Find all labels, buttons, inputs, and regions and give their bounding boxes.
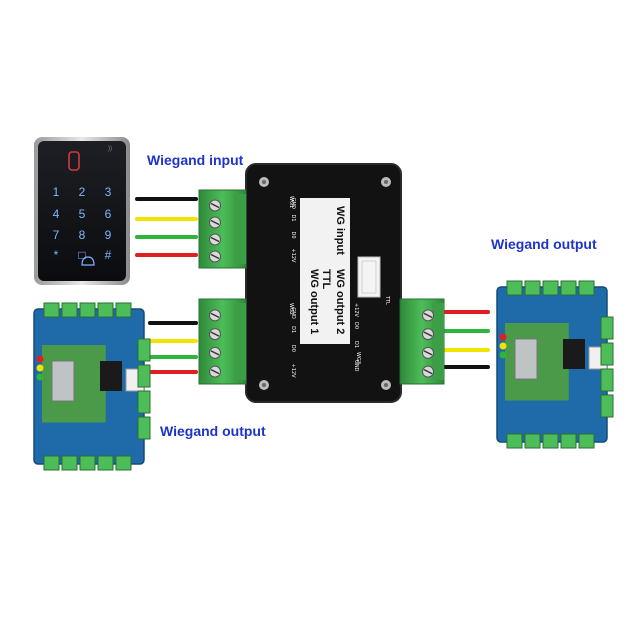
chip: [563, 339, 585, 369]
pin-label: GND: [353, 360, 359, 372]
keypad-key: 6: [105, 207, 112, 221]
board-terminal: [43, 302, 60, 318]
pin-label: D1: [290, 326, 296, 333]
converter-label: [300, 198, 350, 344]
status-led: [36, 364, 44, 372]
svg-text:)): )): [108, 146, 112, 152]
board-terminal: [600, 368, 614, 392]
ttl-port-silk: TTL: [384, 295, 390, 305]
pin-label: D1: [290, 215, 296, 222]
pin-label: D1: [353, 341, 359, 348]
terminal-block: [399, 298, 445, 385]
board-terminal: [43, 455, 60, 471]
board-terminal: [600, 342, 614, 366]
board-terminal: [97, 455, 114, 471]
board-terminal: [97, 302, 114, 318]
terminal-block: [198, 298, 247, 385]
wiegand-converter: WG input TTL WG output 2 WG output 1 TTL…: [245, 163, 402, 403]
status-led: [36, 373, 44, 381]
board-terminal: [79, 302, 96, 318]
board-terminal: [61, 302, 78, 318]
pin-label: +12V: [290, 249, 296, 264]
status-led: [499, 333, 507, 341]
board-terminal: [115, 302, 132, 318]
board-terminal: [506, 433, 523, 449]
board-terminal: [137, 338, 151, 362]
board-terminal: [578, 280, 595, 296]
board-terminal: [137, 364, 151, 388]
keypad-key: 9: [105, 228, 112, 242]
wires: [135, 197, 490, 374]
board-terminal: [560, 433, 577, 449]
board-terminal: [578, 433, 595, 449]
keypad-key: 5: [79, 207, 86, 221]
card-reader-icon: [68, 151, 80, 171]
ethernet-port: [51, 360, 75, 402]
label-wg-input: WG input: [334, 206, 346, 255]
wiegand-output-right-label: Wiegand output: [491, 236, 597, 252]
pin-label: D0: [290, 345, 296, 352]
board-terminal: [61, 455, 78, 471]
board-terminal: [524, 280, 541, 296]
board-terminal: [137, 390, 151, 414]
board-terminal: [115, 455, 132, 471]
status-led: [36, 355, 44, 363]
terminal-block: [198, 189, 247, 269]
status-led: [499, 351, 507, 359]
keypad-key: 2: [79, 185, 86, 199]
ttl-connector: [357, 256, 381, 298]
pin-label: D0: [290, 232, 296, 239]
label-wg-output-1: WG output 1: [308, 269, 320, 334]
pin-label: +12V: [353, 303, 359, 318]
board-terminal: [137, 416, 151, 440]
keypad-key: 1: [53, 185, 60, 199]
wg1-silk: WG1: [288, 196, 294, 208]
board-terminal: [600, 316, 614, 340]
controller-board-right: [496, 280, 614, 449]
bell-icon: [81, 256, 95, 266]
wiegand-output-left-label: Wiegand output: [160, 423, 266, 439]
label-ttl: TTL: [320, 269, 332, 289]
chip: [100, 361, 122, 391]
ethernet-port: [514, 338, 538, 380]
status-led: [499, 342, 507, 350]
pin-label: GND: [290, 198, 296, 210]
controller-board-left: [33, 302, 151, 471]
keypad-key: #: [105, 248, 112, 262]
keypad-key: 4: [53, 207, 60, 221]
keypad-reader: )) 1 2 3 4 5 6 7 8 9 * □ #: [34, 137, 130, 285]
wg3-silk: WG3: [355, 352, 361, 364]
pin-label: GND: [290, 307, 296, 319]
keypad-key: 7: [53, 228, 60, 242]
label-wg-output-2: WG output 2: [334, 269, 346, 334]
pin-label: D0: [353, 322, 359, 329]
wiegand-input-label: Wiegand input: [147, 152, 244, 168]
keypad-key: 8: [79, 228, 86, 242]
keypad-key: 3: [105, 185, 112, 199]
keypad-key: □: [78, 248, 85, 262]
board-terminal: [524, 433, 541, 449]
wg2-silk: WG2: [288, 303, 294, 315]
board-terminal: [560, 280, 577, 296]
board-terminal: [506, 280, 523, 296]
board-terminal: [600, 394, 614, 418]
keypad-key: *: [54, 248, 59, 262]
board-terminal: [542, 433, 559, 449]
board-terminal: [79, 455, 96, 471]
board-terminal: [542, 280, 559, 296]
pin-label: +12V: [290, 364, 296, 379]
